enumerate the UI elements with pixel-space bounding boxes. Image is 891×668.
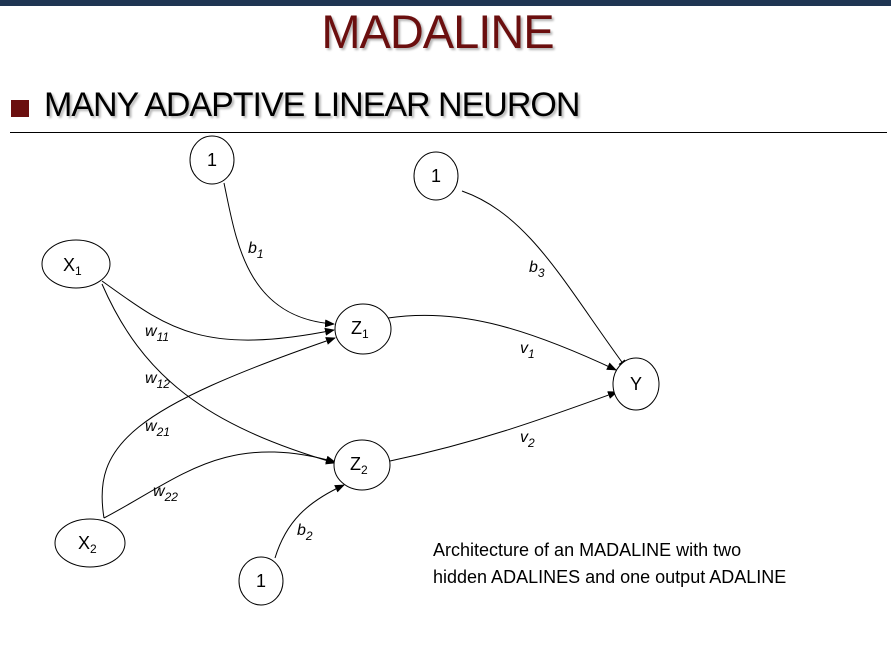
weight-label-w22: w22 (153, 483, 178, 504)
weight-b1-sub: 1 (257, 247, 264, 261)
weight-label-v1: v1 (520, 340, 535, 361)
svg-text:1: 1 (207, 150, 217, 170)
svg-text:1: 1 (256, 571, 266, 591)
node-z1-main: Z (351, 318, 362, 338)
weight-w21-main: w (145, 418, 158, 435)
weight-label-b3: b3 (529, 259, 545, 280)
top-bar (0, 0, 891, 6)
node-x2: X2 (54, 518, 126, 568)
weight-label-b1: b1 (248, 240, 264, 261)
svg-text:X1: X1 (63, 255, 82, 278)
weight-w22-sub: 22 (164, 490, 179, 504)
node-x2-main: X (78, 533, 90, 553)
svg-text:X2: X2 (78, 533, 97, 556)
bullet-text: MANY ADAPTIVE LINEAR NEURON (44, 86, 580, 124)
weight-b3-sub: 3 (538, 266, 545, 280)
node-y: Y (612, 357, 660, 411)
weight-w12-sub: 12 (157, 377, 171, 391)
edge-bias3-y (461, 190, 628, 370)
weight-w22-main: w (153, 483, 166, 500)
diagram-caption: Architecture of an MADALINE with two hid… (433, 537, 786, 591)
node-x2-sub: 2 (90, 542, 97, 556)
svg-text:Y: Y (630, 374, 642, 394)
edge-bias2-z2 (274, 484, 345, 559)
edge-bias1-z1 (223, 182, 335, 328)
node-y-label: Y (630, 374, 642, 394)
caption-line-2: hidden ADALINES and one output ADALINE (433, 567, 787, 587)
weight-w11-sub: 11 (157, 330, 169, 344)
weight-label-b2: b2 (297, 522, 313, 543)
divider-line (10, 132, 887, 133)
weight-w21-sub: 21 (156, 425, 170, 439)
weight-label-w12: w12 (145, 370, 170, 391)
weight-b3-main: b (529, 259, 538, 276)
weight-b2-sub: 2 (305, 529, 313, 543)
weight-label-w21: w21 (145, 418, 170, 439)
node-bias-2: 1 (238, 556, 284, 606)
weight-v2-main: v (520, 429, 529, 446)
weight-b2-main: b (297, 522, 306, 539)
svg-text:1: 1 (431, 166, 441, 186)
edge-x2-z2 (103, 451, 336, 519)
bullet-square-icon (11, 100, 29, 117)
slide-title: MADALINE (321, 5, 554, 58)
node-bias-1-label: 1 (207, 150, 217, 170)
edge-z1-y (387, 314, 617, 371)
edge-x2-z1 (101, 337, 336, 519)
node-z1-sub: 1 (362, 327, 369, 341)
weight-v1-sub: 1 (528, 347, 535, 361)
node-bias-3: 1 (413, 151, 459, 201)
weight-label-v2: v2 (520, 429, 535, 450)
edge-z2-y (389, 391, 618, 462)
weight-v1-main: v (520, 340, 529, 357)
svg-text:Z1: Z1 (351, 318, 369, 341)
weight-v2-sub: 2 (527, 436, 535, 450)
edge-x1-z2 (101, 283, 336, 465)
node-bias-3-label: 1 (431, 166, 441, 186)
caption-line-1: Architecture of an MADALINE with two (433, 540, 742, 560)
node-bias-1: 1 (189, 135, 235, 185)
edge-x1-z1 (101, 280, 335, 341)
node-x1-sub: 1 (75, 264, 82, 278)
weight-w12-main: w (145, 370, 158, 387)
node-x1-main: X (63, 255, 75, 275)
node-z2: Z2 (333, 439, 391, 491)
weight-b1-main: b (248, 240, 257, 257)
node-x1: X1 (41, 239, 111, 289)
weight-w11-main: w (145, 323, 158, 340)
node-bias-2-label: 1 (256, 571, 266, 591)
svg-text:Z2: Z2 (350, 454, 368, 477)
node-z2-main: Z (350, 454, 361, 474)
weight-label-w11: w11 (145, 323, 169, 344)
node-z1: Z1 (334, 303, 392, 355)
node-z2-sub: 2 (361, 463, 368, 477)
